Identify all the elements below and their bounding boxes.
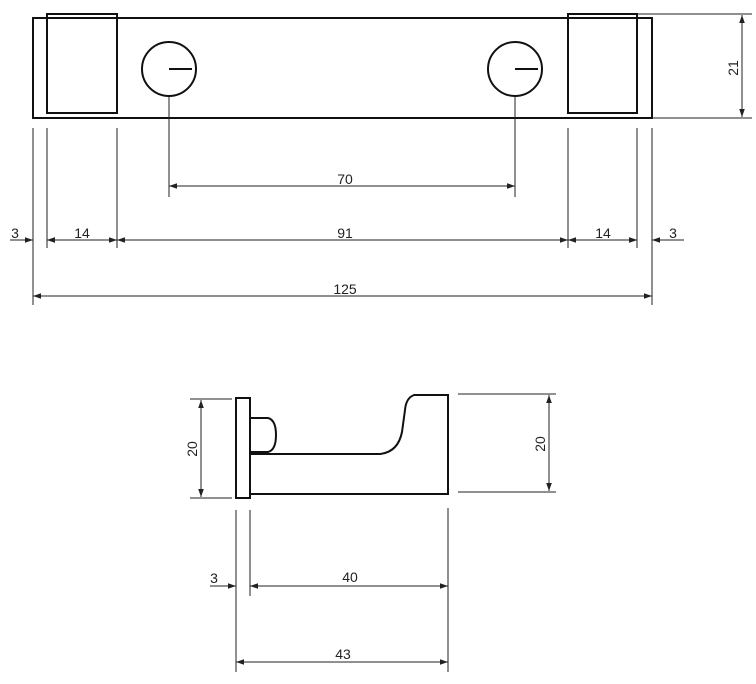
dim-hook-depth: 40 — [250, 569, 448, 589]
dim-label: 3 — [210, 570, 218, 586]
front-left-block — [46, 13, 118, 114]
dim-right-margin: 3 — [626, 225, 684, 243]
dim-total-length: 125 — [33, 281, 652, 299]
screw-hole-right — [487, 41, 543, 97]
dim-label: 20 — [532, 436, 548, 452]
dim-label: 14 — [74, 225, 90, 241]
dim-label: 91 — [337, 225, 353, 241]
dim-label: 40 — [342, 569, 358, 585]
dim-label: 20 — [184, 441, 200, 457]
dim-total-depth: 43 — [236, 646, 448, 665]
dim-label: 3 — [669, 225, 677, 241]
dim-left-block: 14 — [47, 225, 117, 243]
dim-hole-spacing: 70 — [169, 171, 515, 189]
dim-label: 21 — [725, 60, 741, 76]
dim-label: 3 — [11, 225, 19, 241]
dim-plate-height: 20 — [184, 400, 204, 497]
dim-label: 125 — [333, 281, 357, 297]
dim-front-height: 21 — [725, 15, 745, 117]
dim-label: 14 — [595, 225, 611, 241]
dim-plate-thickness: 3 — [210, 570, 236, 589]
screw-hole-left — [141, 41, 197, 97]
front-view: 21 70 3 14 91 14 3 — [10, 13, 752, 305]
front-right-block — [567, 13, 638, 114]
dim-hook-height: 20 — [532, 395, 552, 491]
dim-left-margin: 3 — [10, 225, 58, 243]
dim-label: 70 — [337, 171, 353, 187]
dim-middle: 91 — [117, 225, 568, 243]
dim-right-block: 14 — [568, 225, 637, 243]
front-rail — [32, 17, 653, 119]
side-extension-lines — [190, 393, 556, 672]
side-wall-plate — [235, 397, 251, 499]
side-connector — [250, 417, 278, 453]
side-hook-profile — [250, 394, 449, 495]
front-extension-lines — [32, 13, 752, 305]
side-view: 20 20 3 40 43 — [184, 393, 556, 672]
dim-label: 43 — [335, 646, 351, 662]
